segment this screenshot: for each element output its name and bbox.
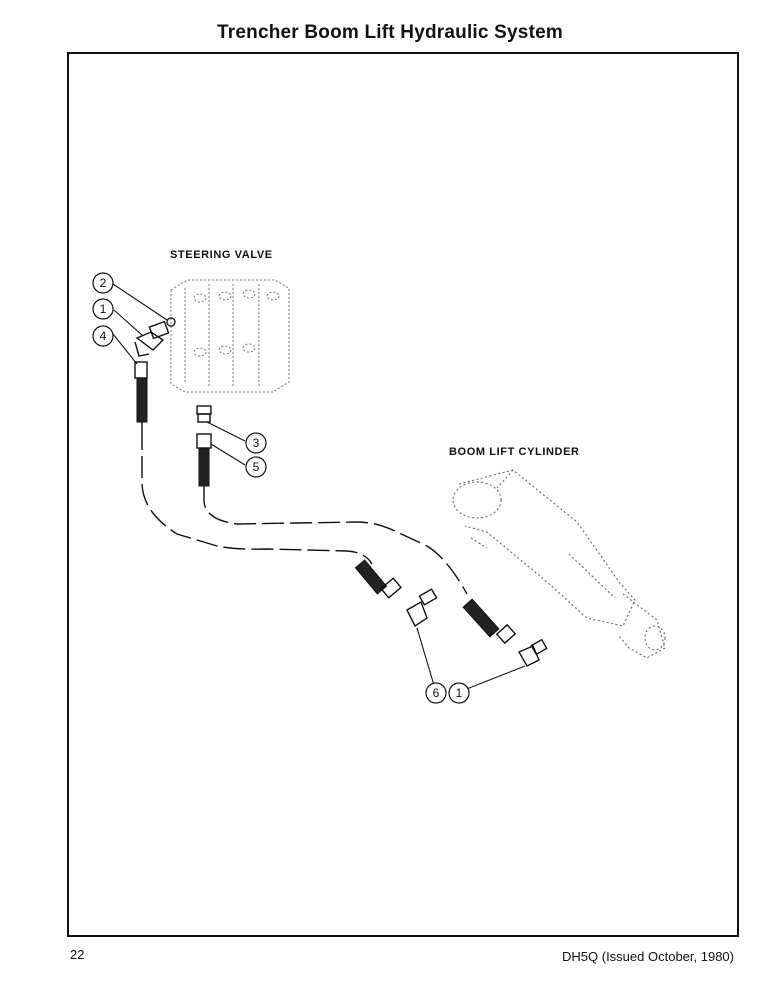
svg-text:1: 1 bbox=[456, 686, 463, 700]
svg-text:1: 1 bbox=[100, 302, 107, 316]
hose-center bbox=[196, 433, 468, 595]
callout-6: 6 bbox=[425, 682, 447, 704]
boom-lift-cylinder-drawing bbox=[452, 469, 666, 659]
steering-valve-drawing bbox=[170, 279, 290, 393]
callout-3: 3 bbox=[245, 432, 267, 454]
leader-lines bbox=[112, 283, 526, 693]
elbow-fitting-lower bbox=[406, 588, 438, 628]
boom-lift-cylinder-label: BOOM LIFT CYLINDER bbox=[449, 446, 580, 458]
callout-5: 5 bbox=[245, 456, 267, 478]
page-number: 22 bbox=[70, 947, 85, 962]
fitting-item3 bbox=[196, 405, 212, 423]
hose-end-lower-left bbox=[354, 559, 402, 599]
callout-1-top: 1 bbox=[92, 298, 114, 320]
plug-fitting bbox=[166, 317, 176, 327]
callout-1-bottom: 1 bbox=[448, 682, 470, 704]
callout-4: 4 bbox=[92, 325, 114, 347]
hose-end-lower-right bbox=[462, 598, 517, 645]
svg-text:4: 4 bbox=[100, 329, 107, 343]
svg-text:5: 5 bbox=[253, 460, 260, 474]
hydraulic-diagram: STEERING VALVE BOOM LIFT CYLINDER 2 1 4 … bbox=[92, 249, 666, 704]
tee-fitting-top bbox=[134, 320, 170, 357]
elbow-fitting-right bbox=[518, 638, 548, 667]
svg-text:3: 3 bbox=[253, 436, 260, 450]
page-title: Trencher Boom Lift Hydraulic System bbox=[217, 22, 563, 43]
svg-text:6: 6 bbox=[433, 686, 440, 700]
svg-text:2: 2 bbox=[100, 276, 107, 290]
steering-valve-label: STEERING VALVE bbox=[170, 249, 273, 261]
callout-2: 2 bbox=[92, 272, 114, 294]
hose-left bbox=[134, 361, 373, 565]
document-id: DH5Q (Issued October, 1980) bbox=[562, 949, 734, 964]
diagram-frame bbox=[67, 52, 739, 937]
